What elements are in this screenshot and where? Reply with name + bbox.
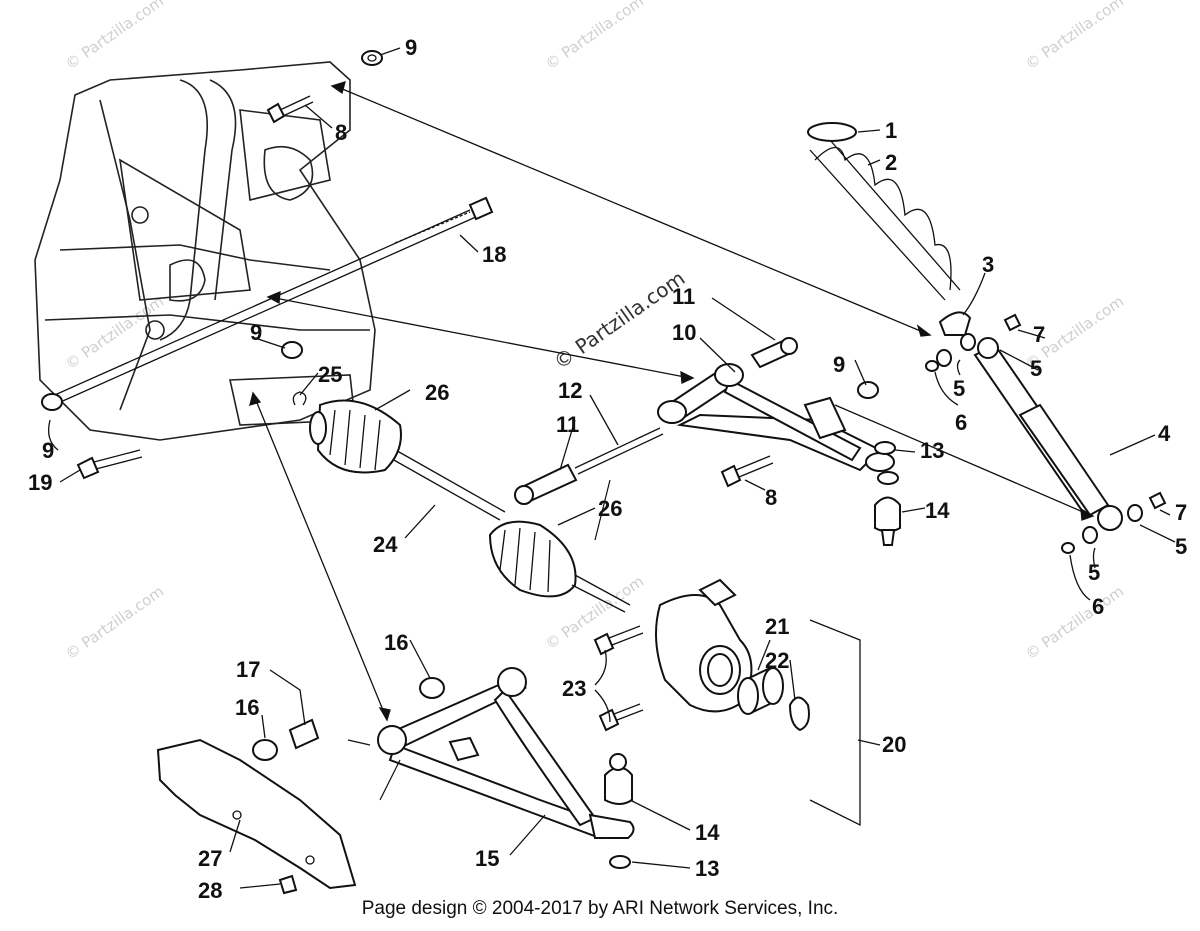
bolt-8-top xyxy=(266,95,314,124)
nut-9-top xyxy=(361,50,383,66)
sleeve-6-bot xyxy=(1061,542,1075,554)
assembly-arrows xyxy=(249,81,1095,801)
bushing-11-top xyxy=(750,337,798,369)
watermark: © Partzilla.com xyxy=(62,0,167,73)
callout-9: 9 xyxy=(42,438,54,463)
callout-13: 13 xyxy=(920,438,944,463)
callout-23: 23 xyxy=(562,676,586,701)
bushing-16-top xyxy=(419,677,445,699)
callout-6: 6 xyxy=(1092,594,1104,619)
bushing-5-top xyxy=(960,333,976,351)
upper-a-arm-10 xyxy=(657,363,895,472)
callout-14: 14 xyxy=(695,820,720,845)
callout-5: 5 xyxy=(1030,356,1042,381)
callout-9: 9 xyxy=(833,352,845,377)
callout-4: 4 xyxy=(1158,421,1171,446)
watermarks: © Partzilla.com © Partzilla.com © Partzi… xyxy=(62,0,1127,663)
bushing-16-left xyxy=(252,739,278,761)
callout-15: 15 xyxy=(475,846,499,871)
shock-absorber-4 xyxy=(973,337,1123,531)
callout-19: 19 xyxy=(28,470,52,495)
cotter-pin-25 xyxy=(292,391,307,406)
shock-spring-2 xyxy=(809,139,961,301)
bracket-20 xyxy=(809,619,861,827)
callouts: 1 2 3 4 5 5 5 5 6 6 7 7 8 8 9 9 9 9 10 1… xyxy=(28,35,1187,903)
callout-28: 28 xyxy=(198,878,222,903)
nut-9-right xyxy=(857,381,879,399)
skid-plate-27 xyxy=(156,738,357,890)
callout-7: 7 xyxy=(1033,322,1045,347)
ball-joint-14-top xyxy=(874,471,901,546)
callout-1: 1 xyxy=(885,118,897,143)
watermark-center: © Partzilla.com xyxy=(549,266,689,374)
callout-18: 18 xyxy=(482,242,506,267)
callout-7: 7 xyxy=(1175,500,1187,525)
long-bolt-18 xyxy=(47,196,494,405)
callout-11: 11 xyxy=(556,412,579,437)
bolt-23-bot xyxy=(598,703,644,732)
callout-9: 9 xyxy=(405,35,417,60)
callout-5: 5 xyxy=(1175,534,1187,559)
callout-5: 5 xyxy=(1088,560,1100,585)
bolt-19 xyxy=(76,449,143,480)
callout-16: 16 xyxy=(384,630,408,655)
callout-11: 11 xyxy=(672,284,695,309)
callout-6: 6 xyxy=(955,410,967,435)
callout-12: 12 xyxy=(558,378,582,403)
ball-joint-14-bot xyxy=(604,753,633,805)
sleeve-17 xyxy=(288,718,320,750)
callout-22: 22 xyxy=(765,648,789,673)
callout-25: 25 xyxy=(318,362,342,387)
drive-axle-24 xyxy=(309,399,631,613)
callout-26: 26 xyxy=(425,380,449,405)
bolt-8-mid xyxy=(720,455,774,488)
callout-24: 24 xyxy=(373,532,398,557)
bushing-5-top2 xyxy=(936,349,952,367)
callout-14: 14 xyxy=(925,498,950,523)
nut-9-left xyxy=(41,393,63,411)
callout-13: 13 xyxy=(695,856,719,881)
bushing-5-bot xyxy=(1082,526,1098,544)
lower-a-arm-15 xyxy=(377,667,635,840)
snap-ring-13-top xyxy=(874,441,896,455)
callout-5: 5 xyxy=(953,376,965,401)
sleeve-12 xyxy=(574,427,664,475)
page-footer-copyright: Page design © 2004-2017 by ARI Network S… xyxy=(361,898,839,919)
callout-20: 20 xyxy=(882,732,906,757)
bolt-28 xyxy=(278,874,298,895)
watermark: © Partzilla.com xyxy=(1022,0,1127,73)
callout-26: 26 xyxy=(598,496,622,521)
callout-3: 3 xyxy=(982,252,994,277)
watermark: © Partzilla.com xyxy=(62,582,167,663)
callout-9: 9 xyxy=(250,320,262,345)
bolt-23-top xyxy=(593,625,644,656)
snap-ring-13-bot xyxy=(609,855,631,869)
bushing-11-bot xyxy=(514,463,578,505)
callout-8: 8 xyxy=(335,120,347,145)
callout-10: 10 xyxy=(672,320,696,345)
watermark: © Partzilla.com xyxy=(1022,582,1127,663)
sleeve-6-top xyxy=(925,360,939,372)
callout-8: 8 xyxy=(765,485,777,510)
callout-2: 2 xyxy=(885,150,897,175)
leader-lines xyxy=(47,47,1176,889)
bolt-7-bot xyxy=(1148,491,1167,510)
callout-17: 17 xyxy=(236,657,260,682)
bushing-5-bot2 xyxy=(1127,504,1143,522)
callout-21: 21 xyxy=(765,614,789,639)
spring-retainer-1 xyxy=(807,122,857,142)
callout-27: 27 xyxy=(198,846,222,871)
snap-ring-22 xyxy=(788,696,810,732)
watermark: © Partzilla.com xyxy=(542,0,647,73)
nut-9-mid xyxy=(281,341,303,359)
bolt-7-top xyxy=(1003,313,1022,332)
bearing-21 xyxy=(737,666,784,715)
steering-knuckle-20 xyxy=(655,578,753,713)
spring-seat-3 xyxy=(938,311,972,336)
callout-16: 16 xyxy=(235,695,259,720)
